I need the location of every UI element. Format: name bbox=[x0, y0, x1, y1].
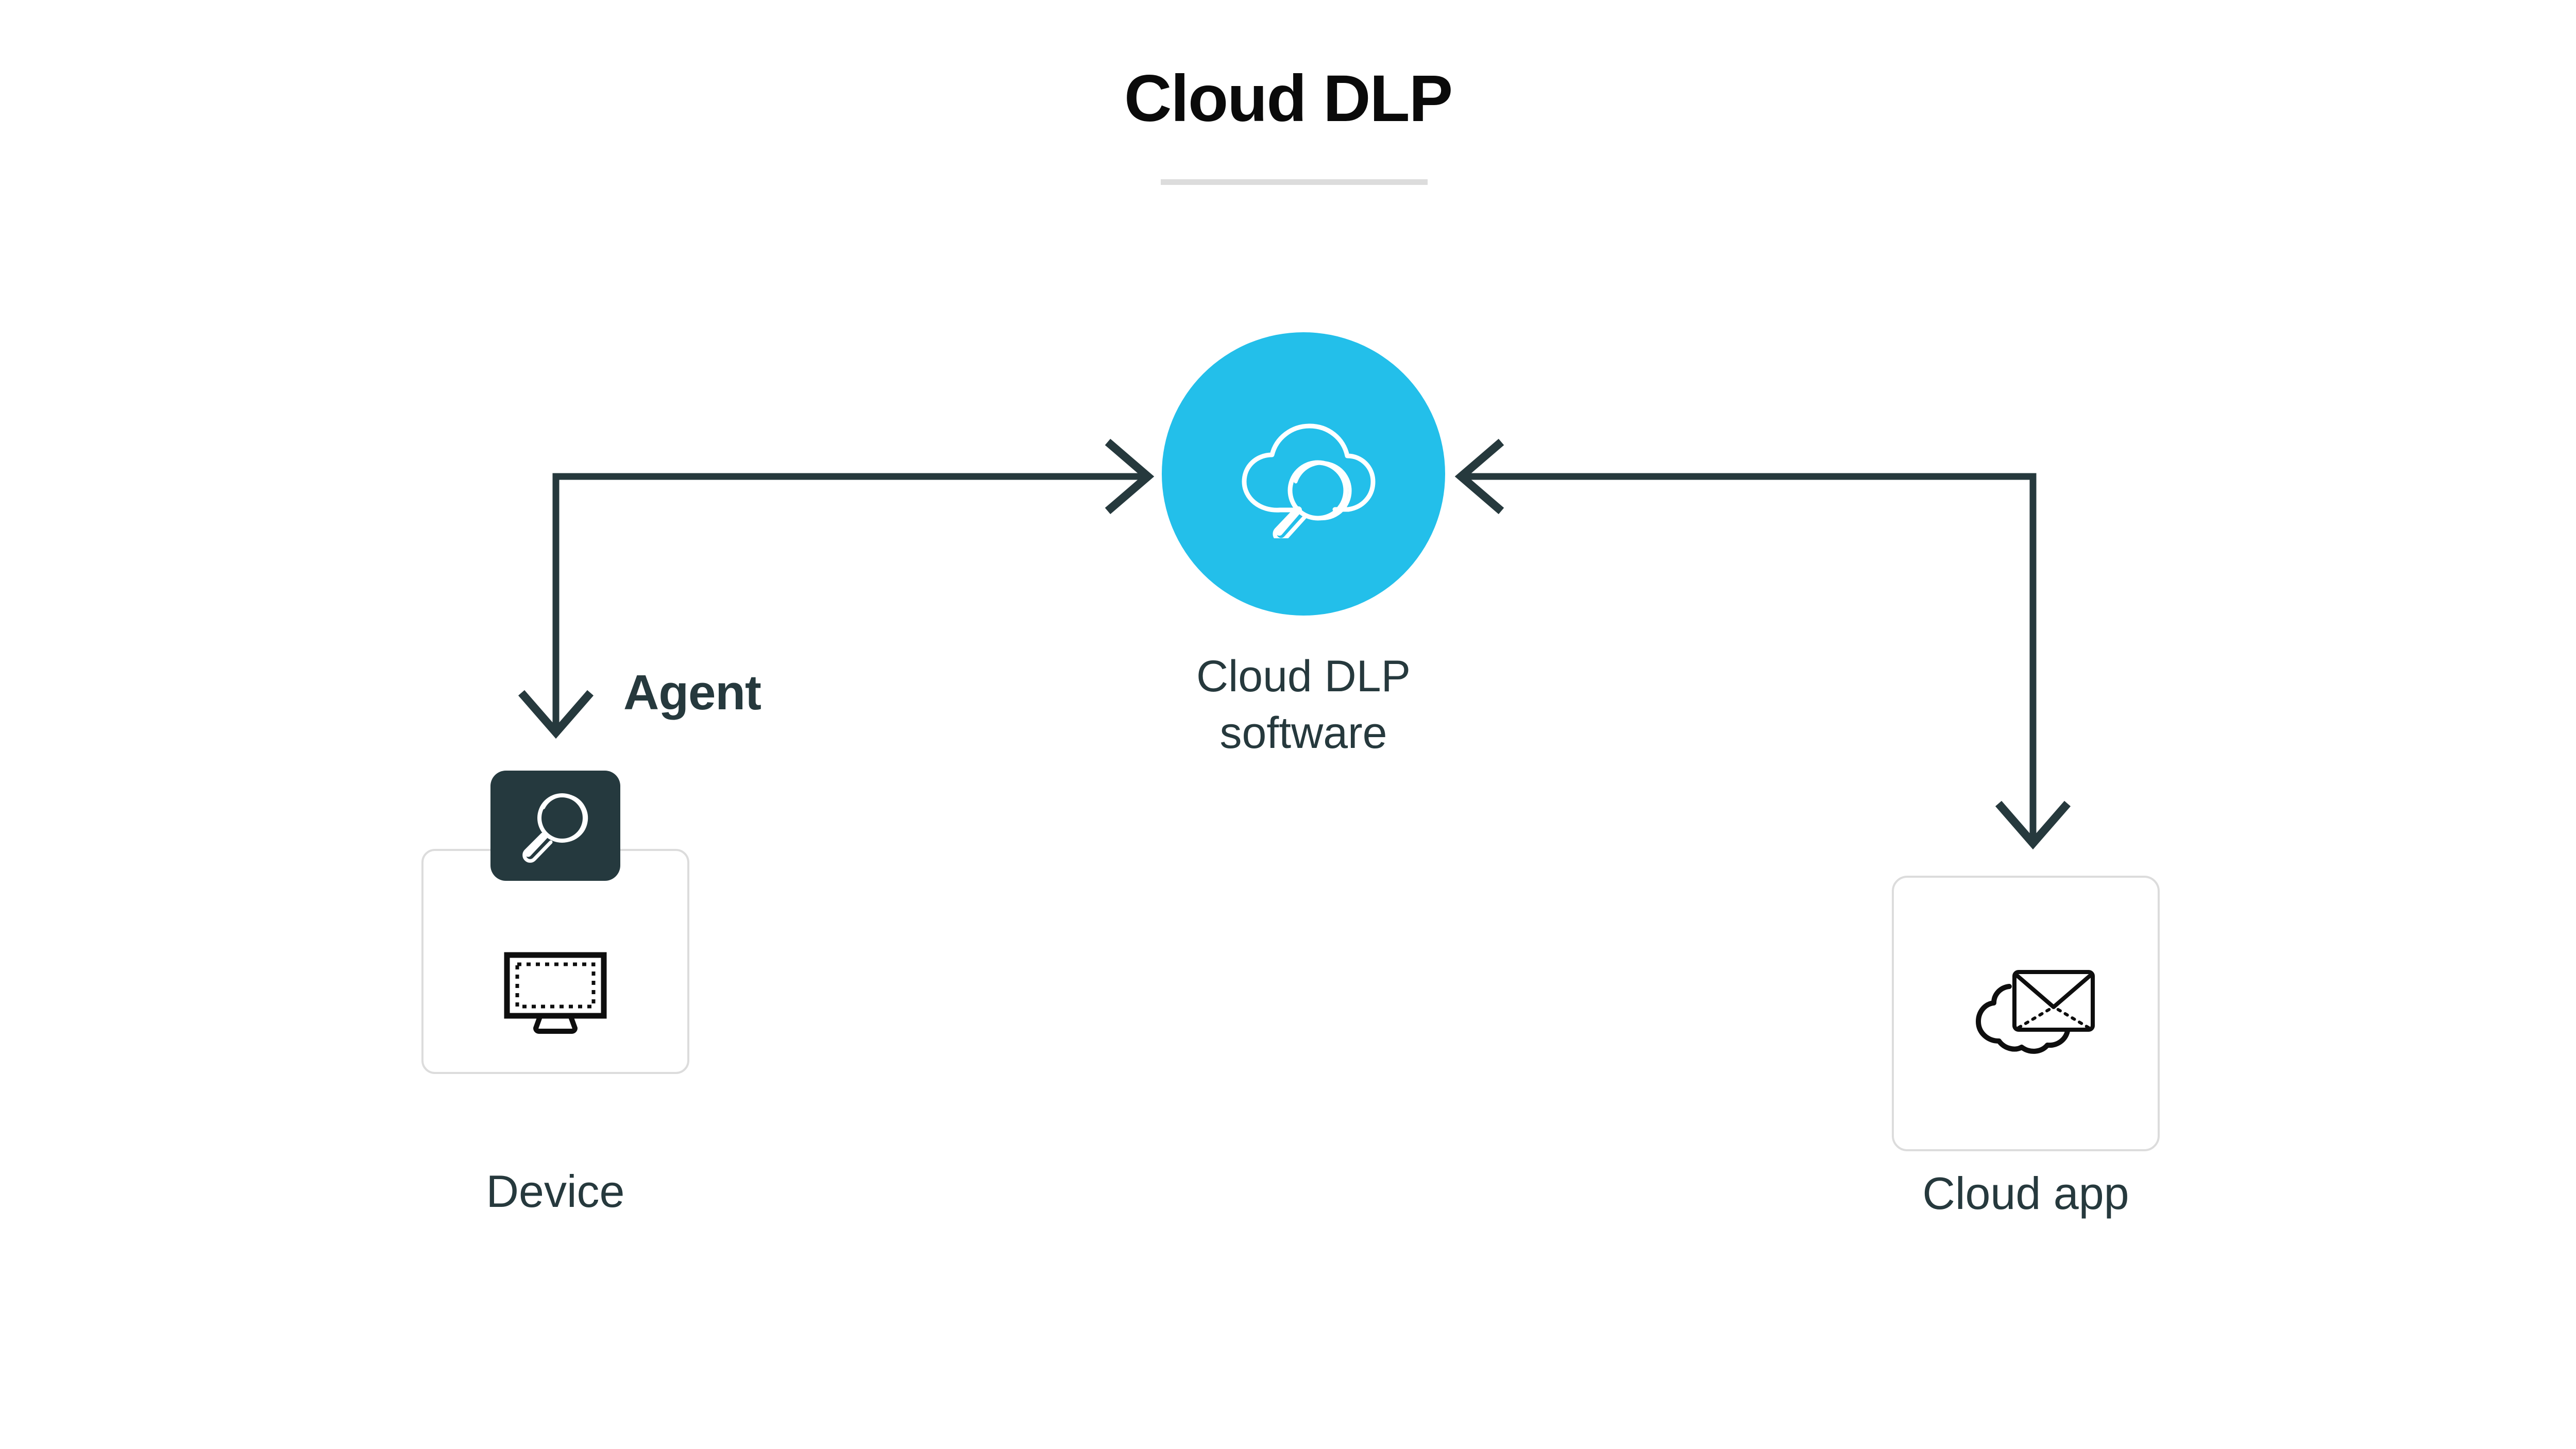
hub-label-line2: software bbox=[1219, 708, 1387, 758]
connector-device-to-hub bbox=[552, 473, 1146, 731]
device-label: Device bbox=[486, 1166, 625, 1217]
cloud-magnifier-icon bbox=[1242, 423, 1376, 538]
cloud-app-label: Cloud app bbox=[1922, 1168, 2129, 1219]
cloud-app-card[interactable] bbox=[1892, 876, 2160, 1151]
arrowhead-left-into-hub bbox=[1454, 438, 1504, 515]
connector-cloudapp-to-hub bbox=[1463, 473, 2037, 842]
arrowhead-right-into-hub bbox=[1105, 438, 1155, 515]
page-title: Cloud DLP bbox=[1124, 62, 1453, 135]
device-card[interactable] bbox=[421, 849, 689, 1074]
monitor-icon bbox=[504, 952, 607, 1034]
hub-label: Cloud DLP software bbox=[1046, 648, 1561, 761]
magnifier-icon bbox=[522, 793, 588, 863]
cloud-dlp-hub[interactable] bbox=[1162, 332, 1445, 616]
cloud-envelope-icon bbox=[1976, 969, 2095, 1054]
hub-label-line1: Cloud DLP bbox=[1196, 652, 1411, 701]
agent-badge[interactable] bbox=[490, 771, 620, 881]
arrowhead-down-to-cloudapp bbox=[1995, 800, 2071, 850]
title-underline-rule bbox=[1161, 179, 1428, 185]
arrowhead-down-to-device bbox=[518, 690, 594, 739]
agent-label: Agent bbox=[623, 665, 761, 720]
